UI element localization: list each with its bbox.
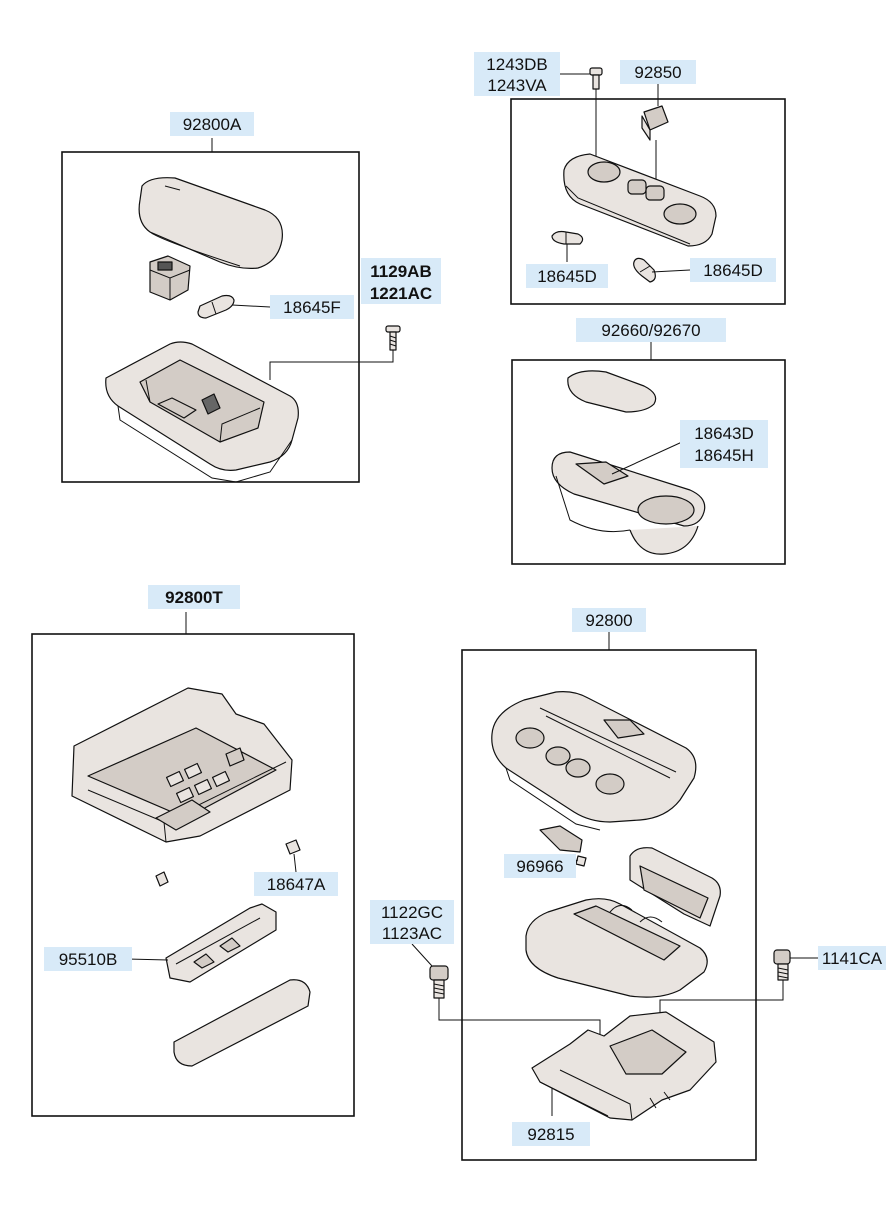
label-18645H-text: 18645H (694, 446, 754, 465)
label-1141CA-text: 1141CA (822, 949, 883, 968)
label-18647A-text: 18647A (267, 875, 326, 894)
label-18645D-left[interactable]: 18645D (526, 264, 608, 288)
label-92800-text: 92800 (585, 611, 632, 630)
switch-92850 (641, 105, 669, 141)
label-18647A[interactable]: 18647A (254, 872, 338, 896)
overhead-console-92800 (491, 691, 697, 831)
label-18643D-text: 18643D (694, 424, 754, 443)
label-92850[interactable]: 92850 (620, 60, 696, 84)
screw-1129AB (385, 325, 401, 351)
label-1243DB-1243VA[interactable]: 1243DB 1243VA (474, 52, 560, 96)
lamp-housing (105, 341, 299, 483)
label-1221AC-text: 1221AC (370, 284, 432, 303)
label-18645D-right-text: 18645D (703, 261, 763, 280)
label-95510B-text: 95510B (59, 950, 118, 969)
label-18645F-text: 18645F (283, 298, 341, 317)
cover-plate (173, 979, 311, 1067)
switch-96966 (539, 825, 587, 867)
label-92800[interactable]: 92800 (572, 608, 646, 632)
bulb-small-left (155, 871, 169, 887)
screw-1243DB (589, 67, 603, 90)
label-1122GC-1123AC[interactable]: 1122GC 1123AC (370, 900, 454, 944)
label-1129AB-1221AC[interactable]: 1129AB 1221AC (361, 258, 441, 304)
label-92850-text: 92850 (634, 63, 681, 82)
label-1141CA[interactable]: 1141CA (818, 946, 886, 970)
label-96966-text: 96966 (516, 857, 563, 876)
label-92800T-text: 92800T (165, 588, 223, 607)
label-92800T[interactable]: 92800T (148, 585, 240, 609)
lamp-housing-92670 (551, 451, 706, 555)
frame-92660 (511, 359, 786, 565)
frame-92850 (510, 98, 786, 305)
frame-92800A (61, 151, 360, 483)
frame-92800T (31, 633, 355, 1117)
bolt-1122GC (429, 965, 449, 999)
label-1243VA-text: 1243VA (487, 76, 547, 95)
label-1243DB-text: 1243DB (486, 55, 547, 74)
bolt-1141CA (773, 949, 791, 981)
group-92800A: 92800A 18645F (61, 112, 441, 483)
lamp-switch (149, 255, 191, 301)
group-92800: 92800 96966 (370, 608, 886, 1161)
group-92800T: 92800T 18647A (31, 585, 355, 1117)
label-95510B[interactable]: 95510B (44, 947, 132, 971)
group-92850: 1243DB 1243VA 92850 (474, 52, 786, 305)
label-92815[interactable]: 92815 (512, 1122, 590, 1146)
lens-92660 (567, 370, 657, 413)
bulb-18645D-right (633, 257, 656, 283)
label-92800A-text: 92800A (183, 115, 242, 134)
bulb-18645D-left (551, 230, 584, 245)
label-92815-text: 92815 (527, 1125, 574, 1144)
group-92660-92670: 92660/92670 18643D 18645H (511, 318, 786, 565)
label-18645D-left-text: 18645D (537, 267, 597, 286)
label-1129AB-text: 1129AB (370, 262, 431, 281)
bulb-18647A (285, 839, 301, 855)
label-96966[interactable]: 96966 (504, 854, 576, 878)
label-1122GC-text: 1122GC (381, 903, 443, 922)
label-92660-92670[interactable]: 92660/92670 (576, 318, 726, 342)
bulb-18645F (197, 294, 235, 319)
label-18645F[interactable]: 18645F (270, 295, 354, 319)
label-1123AC-text: 1123AC (382, 924, 442, 943)
label-92660-92670-text: 92660/92670 (601, 321, 700, 340)
lamp-lens-cover (138, 177, 283, 269)
label-92800A[interactable]: 92800A (170, 112, 254, 136)
map-lamp-housing (563, 153, 717, 247)
vanity-mirror-lamp-assembly (525, 847, 721, 998)
mounting-bracket-92815 (531, 1011, 717, 1121)
bracket-95510B (165, 903, 277, 983)
overhead-console-92800T (71, 687, 293, 843)
label-18645D-right[interactable]: 18645D (690, 258, 776, 282)
label-18643D-18645H[interactable]: 18643D 18645H (680, 420, 768, 468)
